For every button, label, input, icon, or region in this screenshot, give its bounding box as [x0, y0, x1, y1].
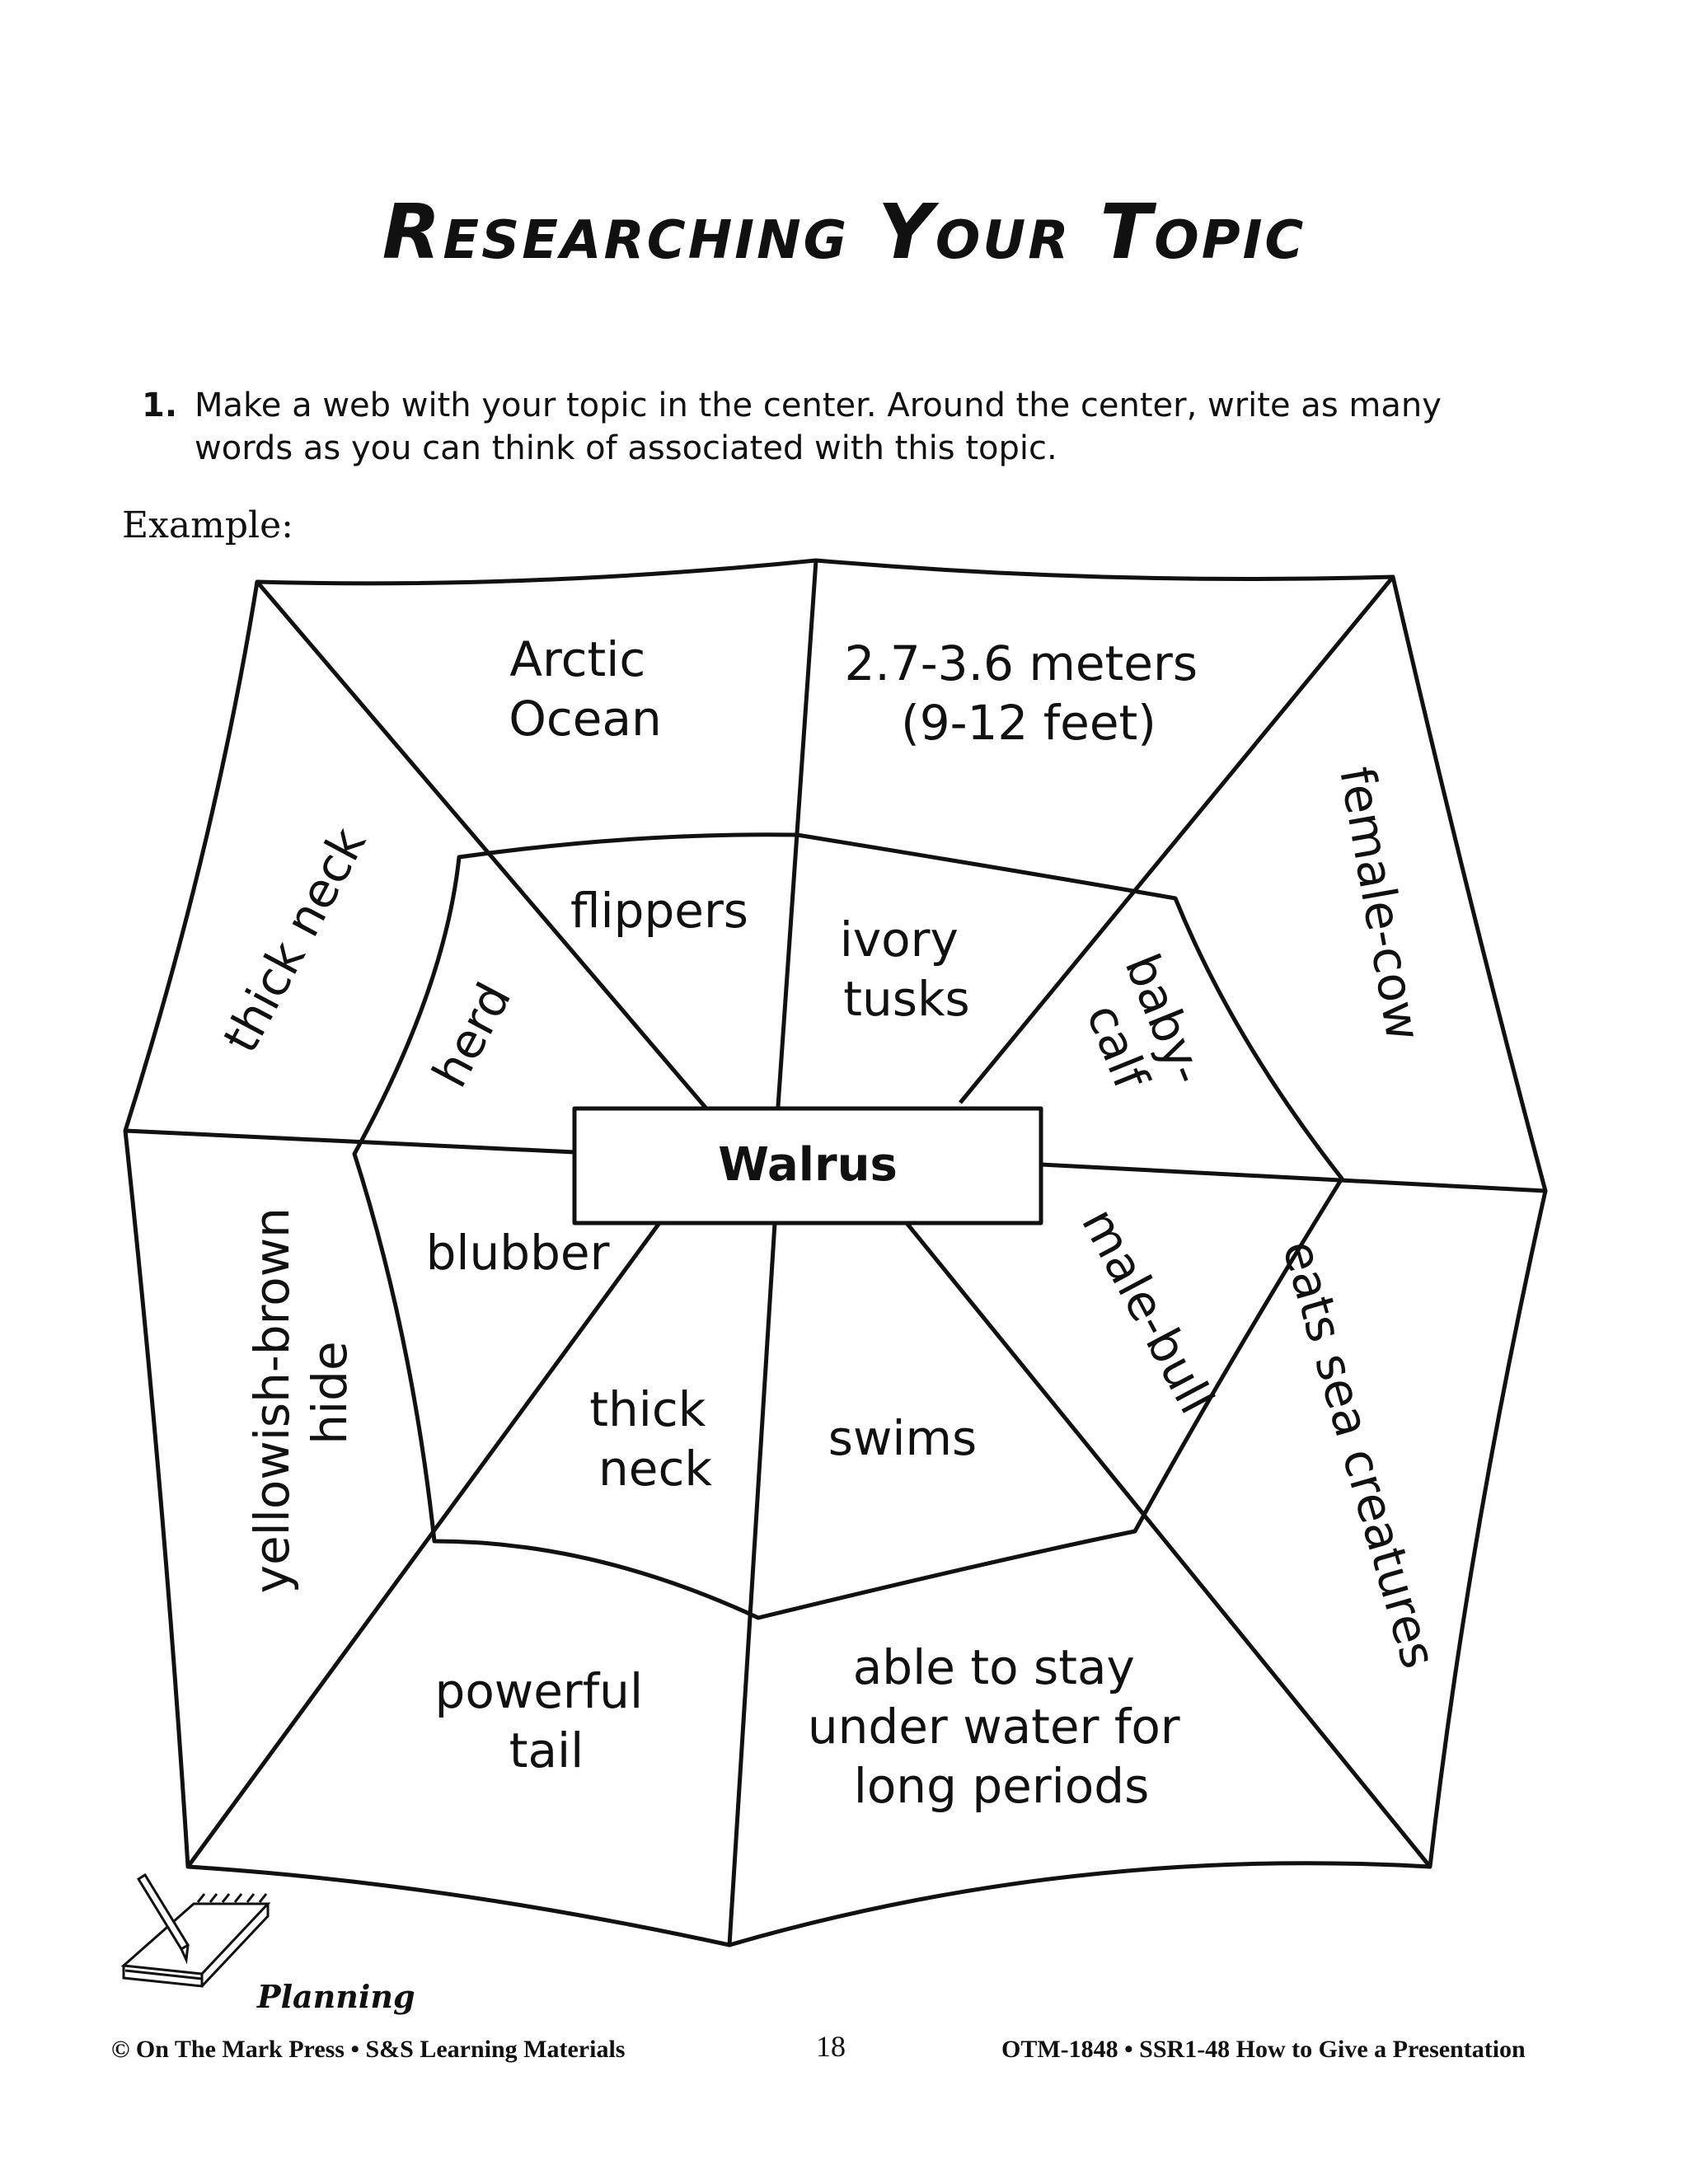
inner-top-left: flippers — [570, 883, 748, 939]
page-title: Researching Your Topic — [382, 188, 1306, 276]
spoke-top — [772, 560, 818, 1155]
spoke-top-right — [959, 575, 1395, 1104]
spoke-bottom-left — [185, 1221, 662, 1868]
inner-bottom-right: swims — [828, 1410, 978, 1466]
inner-top-right: ivory tusks — [840, 912, 974, 1027]
spoke-bottom-right — [905, 1221, 1432, 1868]
outer-left-lower: yellowish-brown hide — [244, 1193, 358, 1594]
instruction-text: Make a web with your topic in the center… — [195, 387, 1442, 467]
inner-left-upper: herd — [421, 973, 522, 1096]
center-topic: Walrus — [718, 1138, 898, 1192]
inner-right-lower: male-bull — [1071, 1199, 1225, 1422]
spoke-bottom — [727, 1222, 777, 1946]
footer-copyright: © On The Mark Press • S&S Learning Mater… — [111, 2036, 626, 2063]
instruction: 1. Make a web with your topic in the cen… — [142, 384, 1543, 470]
outer-right-upper: female-cow — [1329, 762, 1432, 1044]
example-label: Example: — [122, 504, 293, 546]
spoke-right — [1040, 1162, 1546, 1193]
instruction-number: 1. — [142, 387, 178, 424]
inner-bottom-left: thick neck — [589, 1381, 721, 1497]
spoke-left — [124, 1128, 575, 1155]
outer-left-upper: thick neck — [212, 818, 377, 1062]
outer-right-lower: eats sea creatures — [1272, 1234, 1447, 1674]
spoke-top-left — [256, 580, 708, 1110]
outer-top-right: 2.7-3.6 meters (9-12 feet) — [845, 635, 1213, 751]
inner-left-lower: blubber — [426, 1225, 610, 1281]
outer-bottom-right: able to stay under water for long period… — [808, 1639, 1195, 1814]
planning-label: Planning — [257, 1978, 415, 2015]
notepad-pencil-icon — [120, 1872, 271, 1988]
outer-top-left: Arctic Ocean — [509, 631, 662, 747]
center-box — [572, 1106, 1043, 1226]
inner-right-upper: baby- calf — [1063, 946, 1221, 1127]
footer-product-code: OTM-1848 • SSR1-48 How to Give a Present… — [1001, 2036, 1526, 2063]
middle-ring — [352, 832, 1344, 1620]
outer-bottom-left: powerful tail — [435, 1663, 659, 1779]
page-number: 18 — [816, 2030, 846, 2063]
